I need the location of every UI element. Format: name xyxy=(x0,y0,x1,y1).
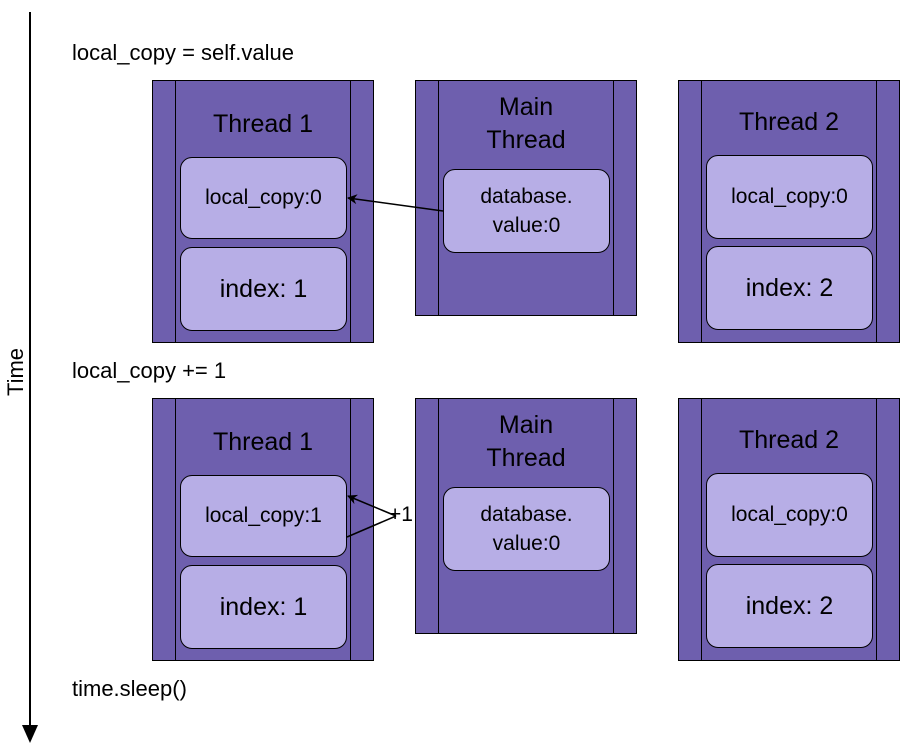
increment-in-arrow xyxy=(347,494,397,517)
increment-label: +1 xyxy=(389,503,413,526)
step-1-main-thread-panel: Main Thread database. value:0 xyxy=(415,80,637,316)
panel-rail-right xyxy=(613,399,614,633)
increment-out-line xyxy=(346,515,397,538)
thread-2-local-copy-cell: local_copy:0 xyxy=(706,155,873,239)
database-value-text: database. value:0 xyxy=(480,185,573,237)
panel-rail-right xyxy=(876,81,877,342)
local-copy-text: local_copy:0 xyxy=(731,503,848,526)
thread-1-index-cell: index: 1 xyxy=(180,247,347,331)
panel-rail-left xyxy=(175,81,176,342)
thread-1-local-copy-cell: local_copy:1 xyxy=(180,475,347,557)
step-2-thread-1-panel: Thread 1 local_copy:1 index: 1 xyxy=(152,398,374,661)
index-text: index: 2 xyxy=(745,273,834,302)
thread-2-index-cell: index: 2 xyxy=(706,564,873,648)
thread-2-index-cell: index: 2 xyxy=(706,246,873,330)
time-axis-line xyxy=(29,12,31,728)
thread-1-local-copy-cell: local_copy:0 xyxy=(180,157,347,239)
panel-rail-left xyxy=(438,81,439,315)
local-copy-text: local_copy:0 xyxy=(205,186,322,209)
step-3-label: time.sleep() xyxy=(72,676,187,701)
main-thread-value-cell: database. value:0 xyxy=(443,487,610,571)
index-text: index: 2 xyxy=(745,591,834,620)
step-1-label: local_copy = self.value xyxy=(72,40,294,65)
step-2-label: local_copy += 1 xyxy=(72,358,227,383)
thread-2-title: Thread 2 xyxy=(738,426,840,454)
main-thread-value-cell: database. value:0 xyxy=(443,169,610,253)
panel-rail-right xyxy=(613,81,614,315)
local-copy-text: local_copy:1 xyxy=(205,504,322,527)
panel-rail-left xyxy=(175,399,176,660)
database-value-text: database. value:0 xyxy=(480,503,573,555)
panel-rail-left xyxy=(701,399,702,660)
step-2-thread-2-panel: Thread 2 local_copy:0 index: 2 xyxy=(678,398,900,661)
copy-arrow xyxy=(347,194,444,212)
panel-rail-right xyxy=(350,81,351,342)
thread-1-title: Thread 1 xyxy=(212,428,314,456)
step-1-thread-1-panel: Thread 1 local_copy:0 index: 1 xyxy=(152,80,374,343)
index-text: index: 1 xyxy=(219,274,308,303)
thread-1-index-cell: index: 1 xyxy=(180,565,347,649)
local-copy-text: local_copy:0 xyxy=(731,185,848,208)
panel-rail-left xyxy=(701,81,702,342)
main-thread-title: Main Thread xyxy=(486,411,566,472)
time-axis-arrowhead xyxy=(22,725,38,743)
panel-rail-right xyxy=(876,399,877,660)
index-text: index: 1 xyxy=(219,592,308,621)
step-2-main-thread-panel: Main Thread database. value:0 xyxy=(415,398,637,634)
step-1-thread-2-panel: Thread 2 local_copy:0 index: 2 xyxy=(678,80,900,343)
thread-1-title: Thread 1 xyxy=(212,110,314,138)
thread-2-title: Thread 2 xyxy=(738,108,840,136)
panel-rail-right xyxy=(350,399,351,660)
panel-rail-left xyxy=(438,399,439,633)
thread-2-local-copy-cell: local_copy:0 xyxy=(706,473,873,557)
main-thread-title: Main Thread xyxy=(486,93,566,154)
